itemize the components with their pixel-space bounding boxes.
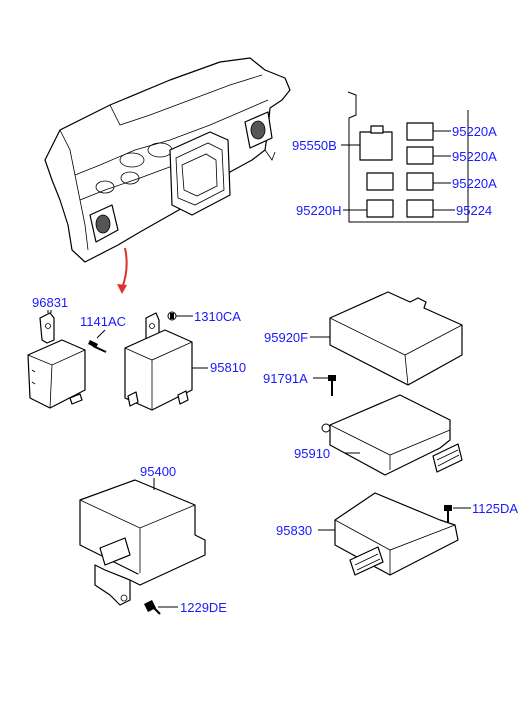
relay-96831 — [27, 310, 86, 409]
screw-1310ca-icon — [167, 311, 193, 321]
label-91791A: 91791A — [263, 371, 308, 386]
module-95830 — [318, 492, 459, 576]
label-95920F: 95920F — [264, 330, 308, 345]
screw-1229de-icon — [144, 600, 178, 615]
label-95400: 95400 — [140, 464, 176, 479]
left-speaker-icon — [89, 204, 119, 243]
module-95920F — [310, 291, 463, 386]
label-1310CA: 1310CA — [194, 309, 241, 324]
module-95910 — [321, 394, 463, 476]
relay-box-panel — [341, 91, 469, 223]
label-95220A-1: 95220A — [452, 124, 497, 139]
red-arrow-icon — [117, 247, 128, 294]
label-95220H: 95220H — [296, 203, 342, 218]
label-95550B: 95550B — [292, 138, 337, 153]
bolt-91791a-icon — [313, 375, 336, 396]
label-95910: 95910 — [294, 446, 330, 461]
label-95220A-3: 95220A — [452, 176, 497, 191]
module-95400 — [79, 478, 206, 606]
label-95220A-2: 95220A — [452, 149, 497, 164]
relay-95810 — [124, 312, 208, 411]
right-speaker-icon — [244, 111, 273, 149]
label-95830: 95830 — [276, 523, 312, 538]
dashboard-illustration — [44, 57, 291, 263]
label-96831: 96831 — [32, 295, 68, 310]
label-95810: 95810 — [210, 360, 246, 375]
bolt-1141ac-icon — [88, 329, 107, 353]
label-1141AC: 1141AC — [80, 314, 126, 329]
bolt-1125da-icon — [444, 505, 471, 522]
label-95224: 95224 — [456, 203, 492, 218]
label-1125DA: 1125DA — [472, 501, 518, 516]
label-1229DE: 1229DE — [180, 600, 227, 615]
